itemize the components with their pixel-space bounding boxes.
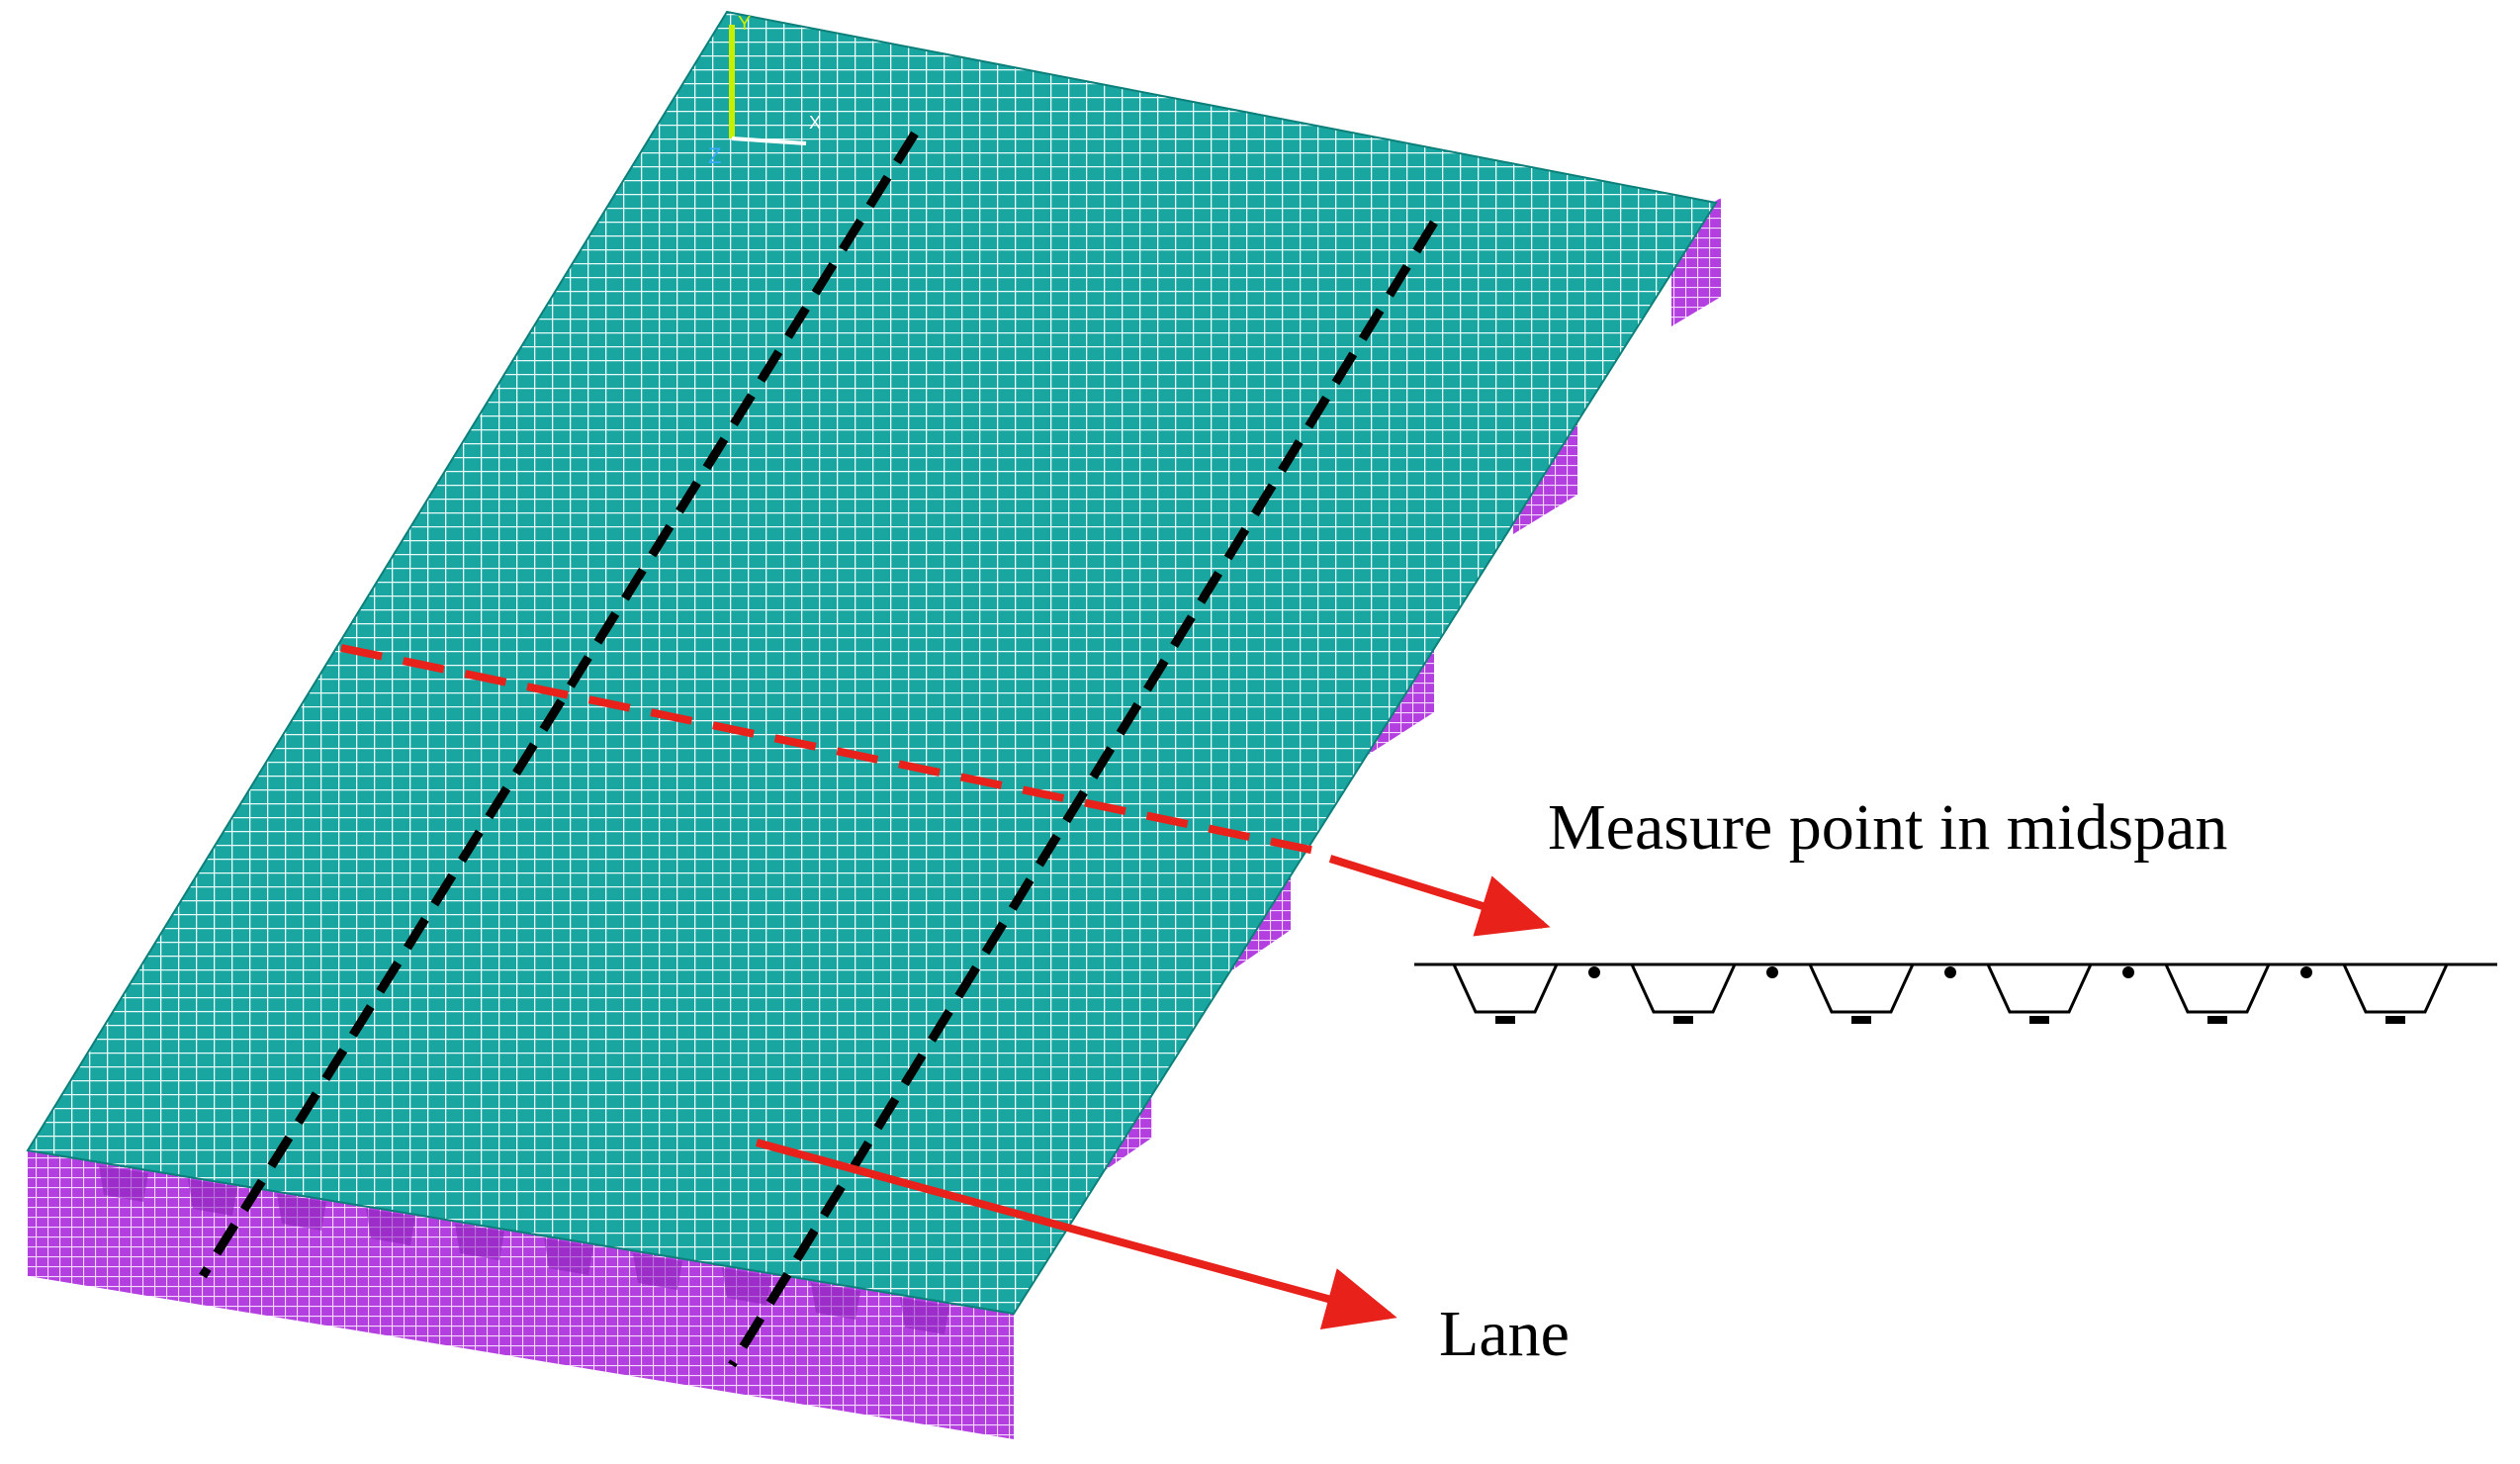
axis-z-label: Z: [708, 143, 721, 168]
midspan-line: [340, 644, 1316, 855]
cross-section: [1414, 962, 2497, 1024]
axis-y-label: Y: [738, 13, 751, 35]
u-rib: [2342, 963, 2449, 1014]
u-rib: [1452, 963, 1559, 1014]
axis-x-line: [731, 137, 807, 145]
lane-lines: [199, 131, 1438, 1368]
rib-bottom-measure-point: [1851, 1016, 1871, 1024]
rib-bottom-measure-point: [2385, 1016, 2405, 1024]
u-rib: [1808, 963, 1915, 1014]
axis-x-label: X: [809, 113, 821, 133]
lane-label: Lane: [1439, 1298, 1570, 1370]
rib-bottom-measure-point: [1495, 1016, 1515, 1024]
rib-bottom-measure-point: [1673, 1016, 1693, 1024]
u-rib: [1986, 963, 2093, 1014]
rib-bottom-measure-point: [2207, 1016, 2227, 1024]
measure-point-arrow: [1328, 855, 1551, 937]
lane-line-left: [199, 131, 919, 1279]
u-rib: [2164, 963, 2271, 1014]
deck-measure-point: [2122, 966, 2134, 978]
front-face: [28, 1150, 1014, 1439]
deck-top-surface: [26, 10, 1718, 1316]
rib-bottom-measure-point: [2029, 1016, 2049, 1024]
cross-section-ribs: [1452, 963, 2449, 1014]
deck-measure-point: [1944, 966, 1956, 978]
deck-measure-point: [1766, 966, 1778, 978]
deck-measure-point: [1588, 966, 1600, 978]
axis-triad: Y X Z: [708, 13, 821, 168]
measure-point-label: Measure point in midspan: [1548, 791, 2227, 864]
cross-section-dots: [1495, 966, 2405, 1024]
u-rib: [1630, 963, 1737, 1014]
lane-line-right: [728, 220, 1438, 1368]
front-face-ribs: [99, 1165, 949, 1334]
deck-measure-point: [2300, 966, 2312, 978]
front-face-slab: [28, 1150, 1014, 1439]
lane-arrow: [755, 1139, 1397, 1329]
